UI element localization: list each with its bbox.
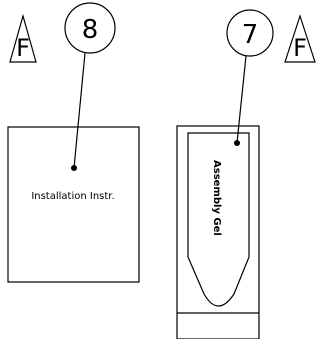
leader-dot-7 (234, 140, 240, 146)
leader-dot-8 (71, 165, 77, 171)
gel-box-outline (176, 125, 260, 339)
installation-instructions-sheet: Installation Instr. (7, 126, 140, 283)
assembly-gel-label: Assembly Gel (211, 160, 222, 236)
leader-line-8 (73, 52, 86, 169)
leader-line-7 (236, 55, 247, 144)
revision-flag-right-letter: F (293, 34, 307, 62)
revision-flag-left: F (9, 13, 37, 63)
item-balloon-8-number: 8 (82, 15, 99, 45)
item-balloon-8: 8 (64, 2, 116, 54)
gel-tube-outline (187, 132, 250, 307)
item-balloon-7: 7 (226, 9, 274, 57)
installation-instructions-label: Installation Instr. (31, 191, 114, 202)
revision-flag-left-letter: F (16, 34, 30, 62)
revision-flag-right: F (284, 14, 316, 63)
item-balloon-7-number: 7 (242, 20, 259, 50)
assembly-gel-package: Assembly Gel (176, 125, 260, 339)
